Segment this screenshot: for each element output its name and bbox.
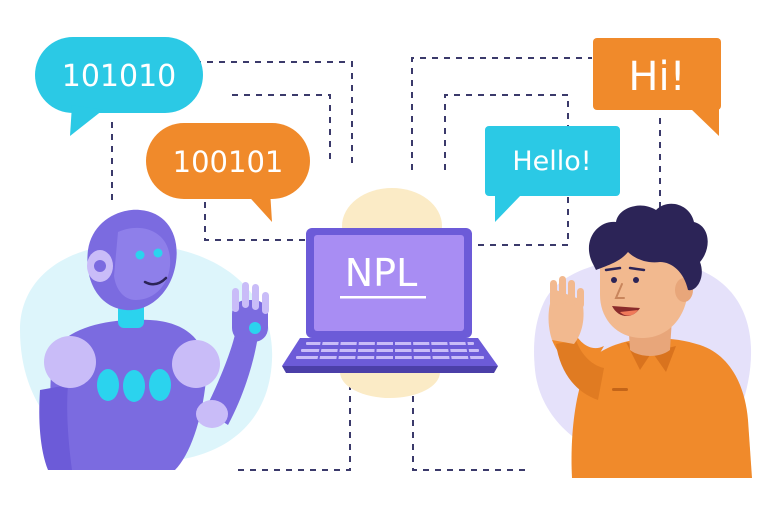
bubble-binary-bottom-shape bbox=[146, 123, 310, 199]
laptop-screen-text: NPL bbox=[345, 251, 418, 295]
bubble-binary-top-text: 101010 bbox=[62, 59, 177, 94]
bubble-hello-tail bbox=[495, 194, 522, 222]
robot-face bbox=[114, 227, 171, 300]
bubble-binary-top-shape bbox=[35, 37, 203, 113]
bubble-hi-text: Hi! bbox=[628, 54, 685, 100]
laptop-screen-underline bbox=[340, 296, 426, 299]
person-nose bbox=[614, 283, 625, 299]
person-brow-left bbox=[604, 266, 622, 272]
robot bbox=[39, 209, 269, 470]
robot-elbow bbox=[196, 400, 228, 428]
robot-eye-right bbox=[153, 248, 163, 258]
connector-line-mid-right bbox=[444, 94, 569, 246]
robot-chest-light-3 bbox=[149, 369, 171, 401]
bubble-hi-shape bbox=[593, 38, 721, 110]
bubble-binary-bottom-text: 100101 bbox=[173, 145, 284, 179]
bubble-binary-top: 101010 bbox=[35, 37, 203, 136]
bubble-hello-text: Hello! bbox=[512, 146, 591, 177]
person-brow-right bbox=[628, 266, 646, 272]
bubble-binary-top-tail bbox=[70, 105, 103, 136]
connector-line-binary-bottom bbox=[204, 202, 310, 241]
connector-line-bottom-left bbox=[232, 372, 351, 471]
person bbox=[548, 203, 752, 478]
robot-shoulder-left bbox=[44, 336, 96, 388]
robot-ear-inner bbox=[94, 260, 106, 272]
robot-eye-left bbox=[135, 250, 145, 260]
person-shirt bbox=[571, 338, 752, 478]
robot-hand bbox=[232, 282, 269, 342]
laptop-key-separators bbox=[317, 339, 471, 363]
laptop-keys bbox=[296, 342, 484, 359]
bubble-binary-bottom-tail bbox=[243, 190, 272, 222]
person-arm-sleeve bbox=[556, 340, 604, 400]
robot-lower-arm bbox=[39, 385, 72, 470]
connector-line-top-right bbox=[411, 57, 592, 170]
robot-chest-light-1 bbox=[97, 369, 119, 401]
connector-line-top-left bbox=[195, 61, 353, 165]
bubble-hi-tail bbox=[690, 108, 719, 136]
person-shirt-pocket bbox=[612, 388, 628, 391]
person-tongue bbox=[620, 310, 638, 316]
robot-chest-light-2 bbox=[123, 370, 145, 402]
connector-lines bbox=[111, 57, 661, 471]
robot-mouth bbox=[143, 276, 168, 286]
bubble-hello-shape bbox=[485, 126, 620, 196]
person-hair bbox=[588, 203, 708, 291]
laptop-screen bbox=[314, 235, 464, 331]
bubble-hi: Hi! bbox=[593, 38, 721, 136]
person-eye-left bbox=[611, 277, 617, 283]
robot-shoulder-right bbox=[172, 340, 220, 388]
person-eye-right bbox=[633, 277, 639, 283]
laptop: NPL bbox=[282, 228, 498, 373]
bubble-hello: Hello! bbox=[485, 126, 620, 222]
laptop-front-edge bbox=[282, 366, 498, 373]
connector-line-mid-left bbox=[232, 94, 331, 165]
connector-line-bottom-right bbox=[412, 372, 530, 471]
person-hand bbox=[548, 276, 584, 344]
bubble-binary-bottom: 100101 bbox=[146, 123, 310, 222]
